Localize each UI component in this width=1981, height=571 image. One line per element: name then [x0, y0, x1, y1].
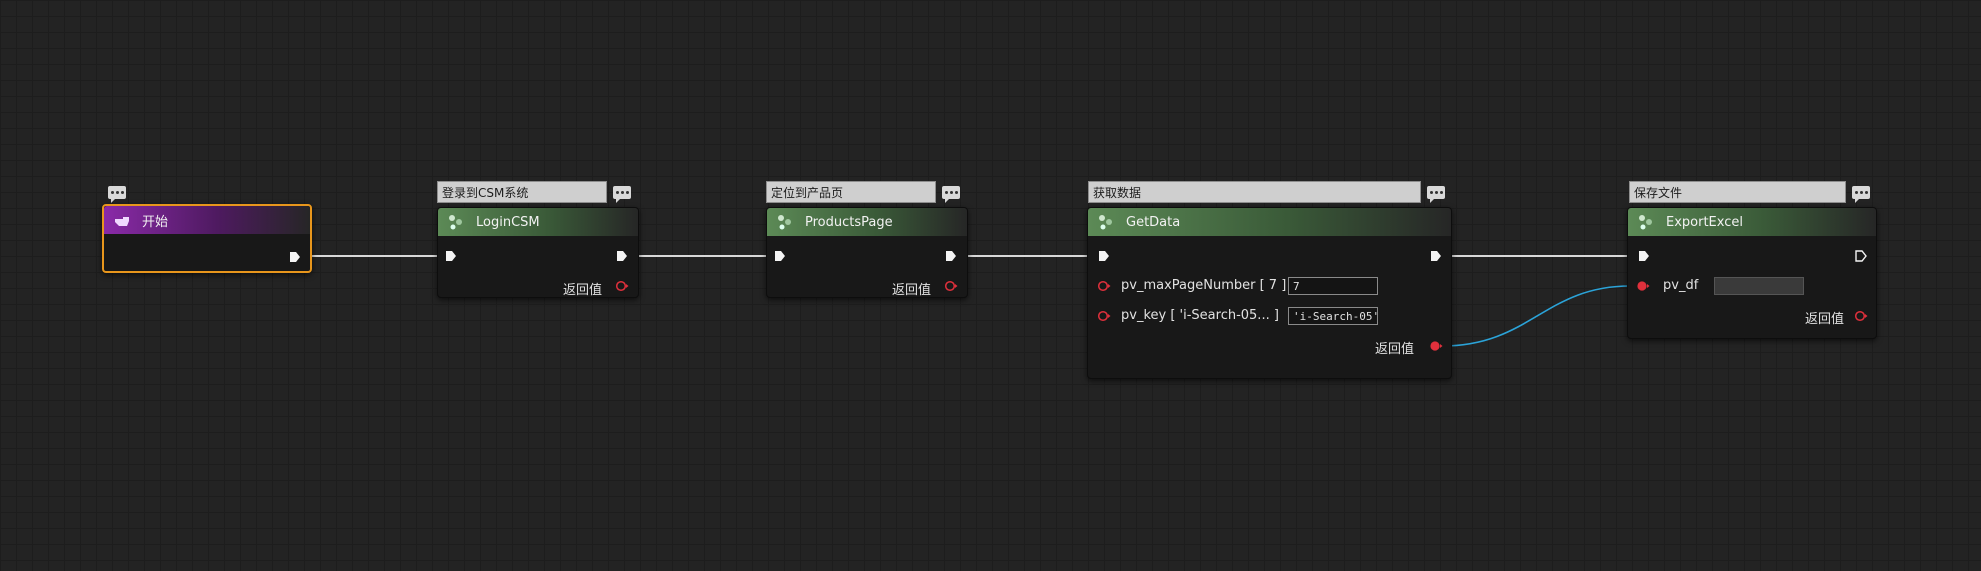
function-node-icon	[446, 212, 466, 232]
function-node-icon	[775, 212, 795, 232]
exec-out-pin[interactable]	[1855, 250, 1867, 262]
hand-pointer-icon	[112, 210, 132, 230]
param-label-max-page-number: pv_maxPageNumber [ 7 ]	[1121, 278, 1287, 293]
return-value-label: 返回值	[1804, 312, 1844, 327]
export-node[interactable]: ExportExcel pv_df 返回值	[1627, 207, 1877, 339]
pv-df-input[interactable]	[1714, 277, 1804, 295]
param-in-pin[interactable]	[1097, 280, 1111, 292]
exec-in-pin[interactable]	[1638, 250, 1650, 262]
param-in-pin[interactable]	[1636, 280, 1650, 292]
exec-out-pin[interactable]	[945, 250, 957, 262]
comment-bubble-icon[interactable]	[108, 186, 126, 203]
start-node[interactable]: 开始	[102, 204, 312, 273]
return-value-label: 返回值	[562, 283, 602, 298]
param-label-key: pv_key [ 'i-Search-05... ]	[1121, 308, 1279, 323]
return-value-pin[interactable]	[1854, 310, 1868, 322]
comment-bubble-icon[interactable]	[942, 186, 960, 203]
export-node-header[interactable]: ExportExcel	[1628, 208, 1876, 236]
getdata-node[interactable]: GetData pv_maxPageNumber [ 7 ] 7 pv_key …	[1087, 207, 1452, 379]
exec-in-pin[interactable]	[445, 250, 457, 262]
getdata-node-header[interactable]: GetData	[1088, 208, 1451, 236]
comment-bubble-icon[interactable]	[1427, 186, 1445, 203]
return-value-pin[interactable]	[944, 280, 958, 292]
comment-bubble-icon[interactable]	[613, 186, 631, 203]
node-title: 开始	[142, 214, 169, 230]
node-title: ExportExcel	[1666, 214, 1743, 230]
products-node-header[interactable]: ProductsPage	[767, 208, 967, 236]
function-node-icon	[1096, 212, 1116, 232]
comment-bubble-icon[interactable]	[1852, 186, 1870, 203]
exec-out-pin[interactable]	[616, 250, 628, 262]
login-node[interactable]: LoginCSM 返回值	[437, 207, 639, 298]
return-value-label: 返回值	[891, 283, 931, 298]
return-value-pin[interactable]	[1429, 340, 1443, 352]
exec-in-pin[interactable]	[1098, 250, 1110, 262]
products-node[interactable]: ProductsPage 返回值	[766, 207, 968, 298]
node-comment[interactable]: 定位到产品页	[766, 181, 936, 203]
return-value-pin[interactable]	[615, 280, 629, 292]
param-in-pin[interactable]	[1097, 310, 1111, 322]
login-node-header[interactable]: LoginCSM	[438, 208, 638, 236]
node-comment[interactable]: 保存文件	[1629, 181, 1846, 203]
param-label-pv-df: pv_df	[1663, 278, 1699, 293]
return-value-label: 返回值	[1374, 342, 1414, 357]
data-wire-getdata-export	[1441, 285, 1631, 347]
node-comment[interactable]: 登录到CSM系统	[437, 181, 607, 203]
exec-out-pin[interactable]	[1430, 250, 1442, 262]
exec-in-pin[interactable]	[774, 250, 786, 262]
key-input[interactable]: 'i-Search-05'	[1288, 307, 1378, 325]
start-node-header[interactable]: 开始	[104, 206, 310, 234]
max-page-number-input[interactable]: 7	[1288, 277, 1378, 295]
function-node-icon	[1636, 212, 1656, 232]
exec-out-pin[interactable]	[289, 251, 301, 263]
node-title: ProductsPage	[805, 214, 893, 230]
node-comment[interactable]: 获取数据	[1088, 181, 1421, 203]
node-title: GetData	[1126, 214, 1181, 230]
node-title: LoginCSM	[476, 214, 540, 230]
